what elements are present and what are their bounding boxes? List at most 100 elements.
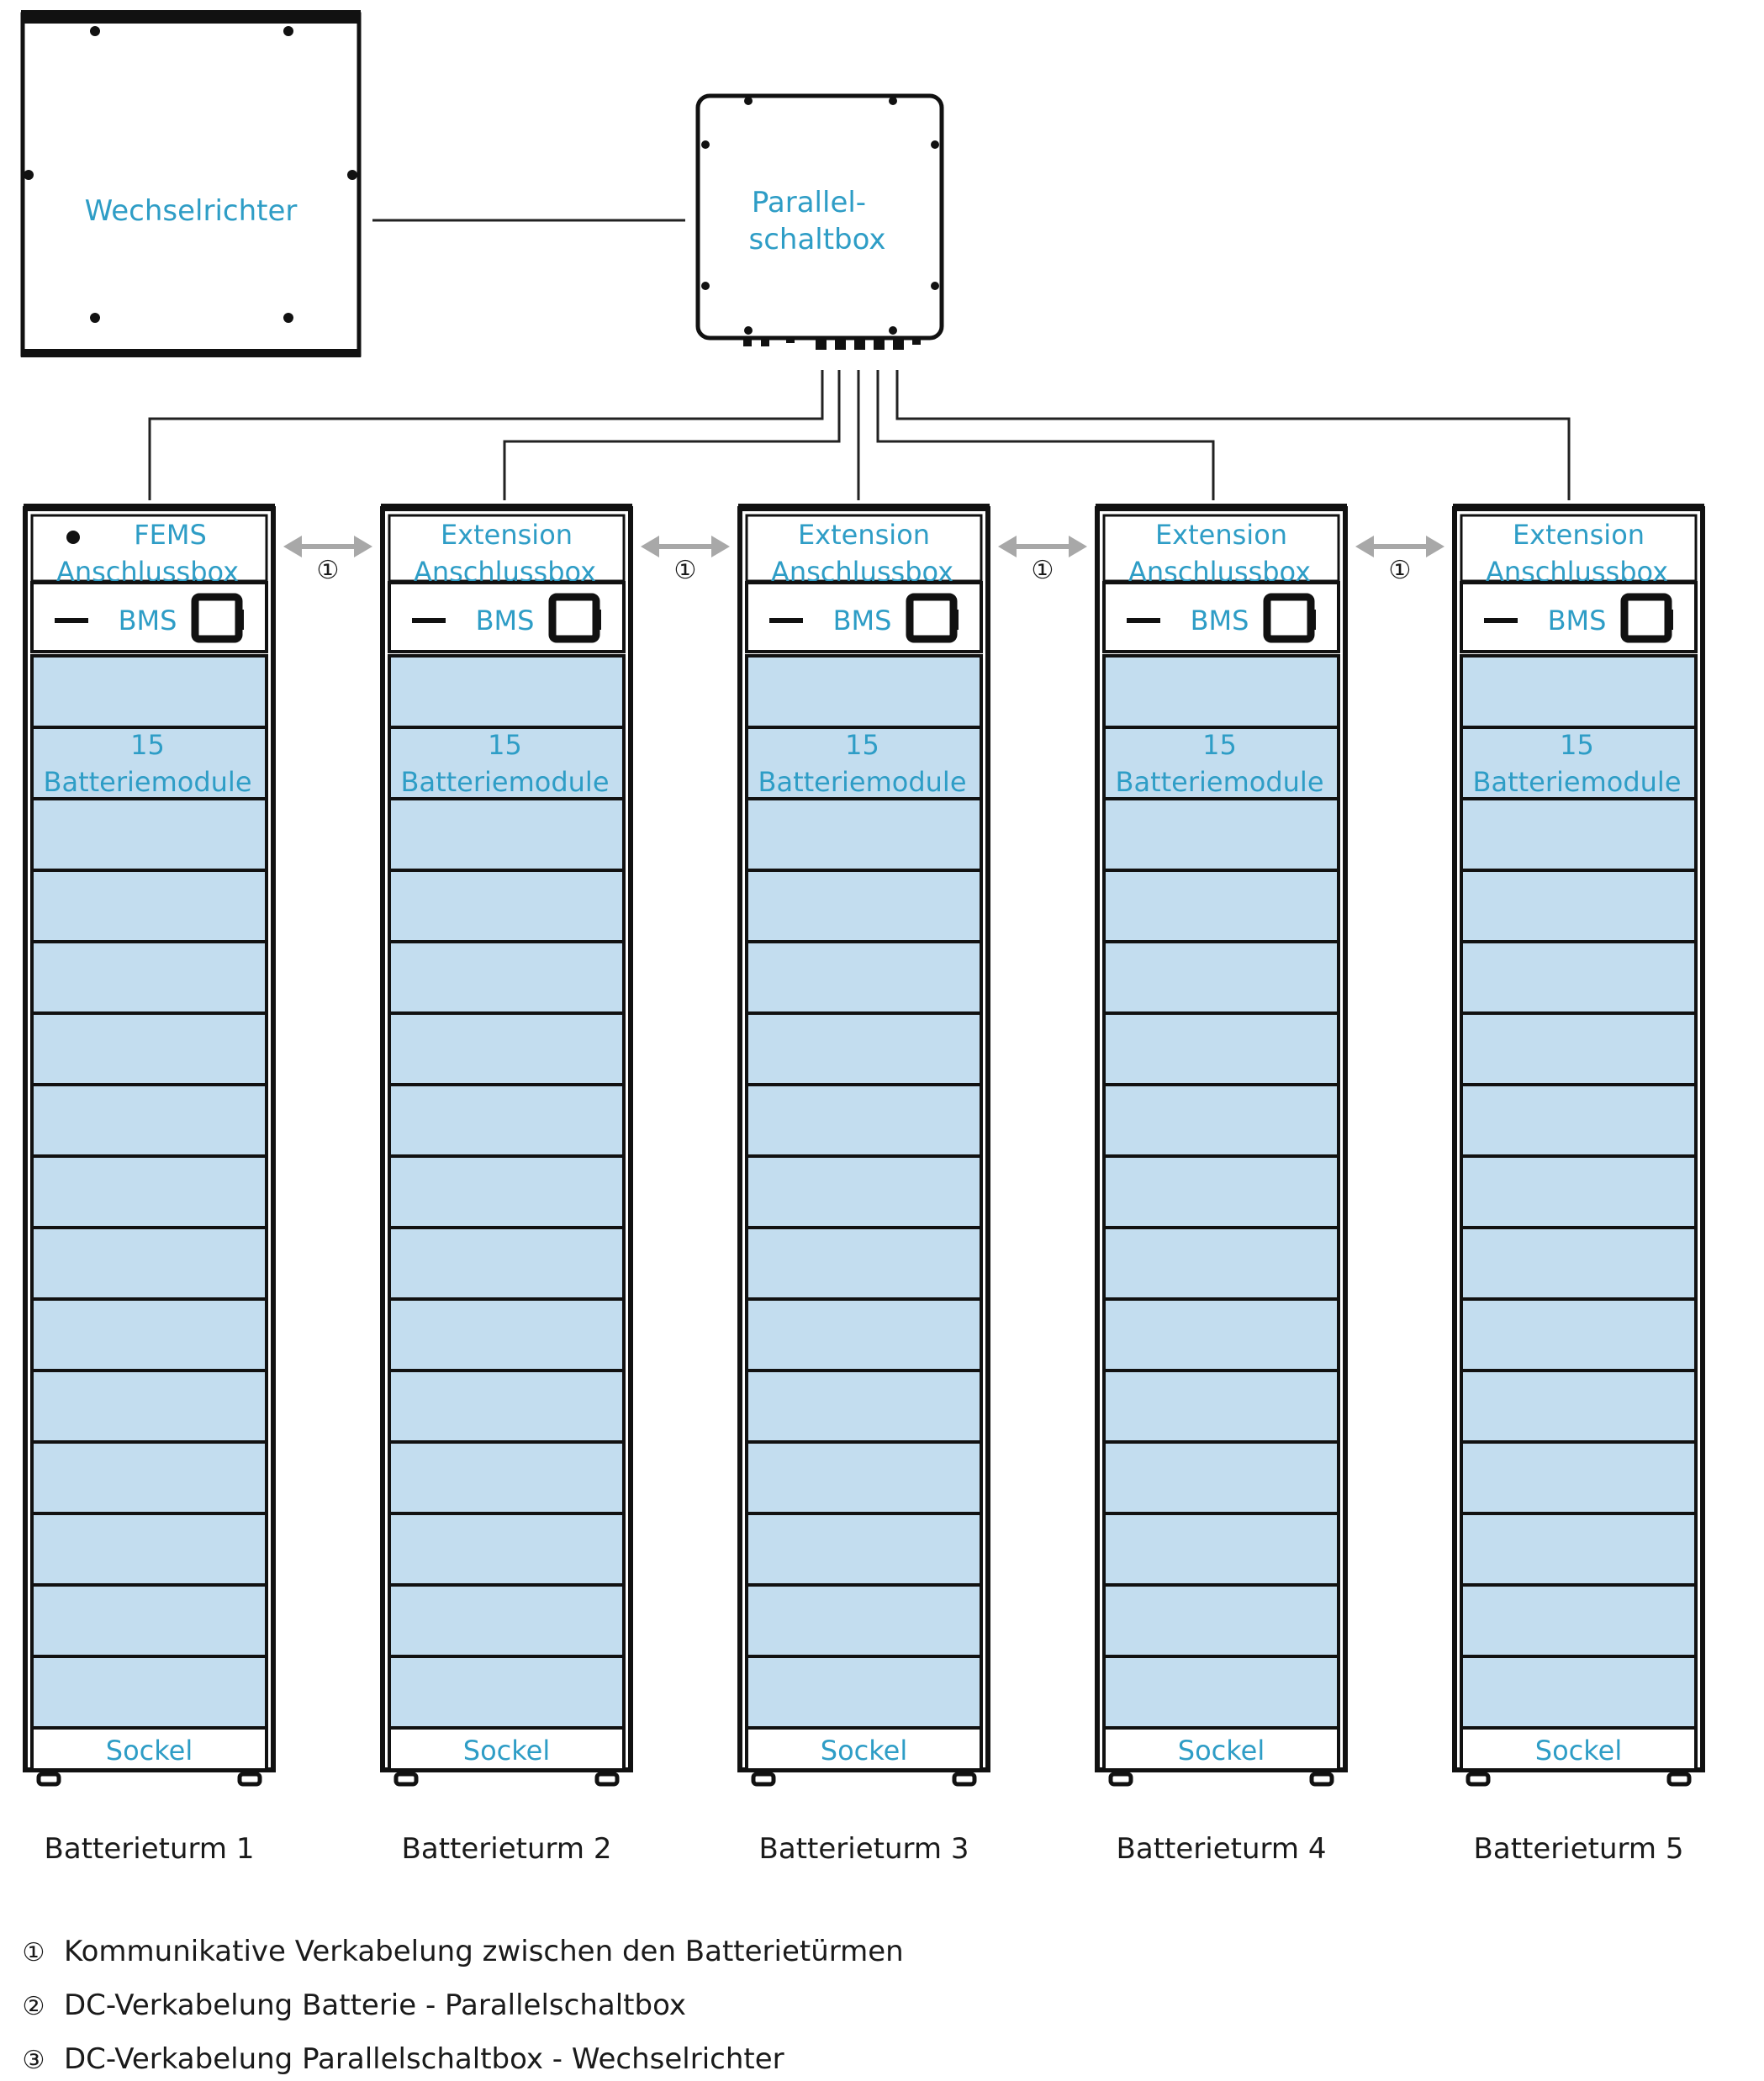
battery-tower-5: ExtensionAnschlussboxBMS15Batteriemodule…: [1452, 504, 1705, 1866]
base-label: Sockel: [1178, 1735, 1265, 1767]
battery-module: [388, 1083, 626, 1158]
comm-marker-label: ①: [1032, 556, 1054, 585]
battery-module: [1102, 940, 1340, 1015]
legend-marker: ①: [23, 1938, 45, 1967]
inverter-label: Wechselrichter: [85, 194, 298, 228]
battery-module: [745, 654, 983, 729]
arrow-left-icon: [283, 536, 302, 557]
base-box: [1460, 1726, 1698, 1772]
comm-arrow-4: ①: [1355, 536, 1444, 585]
bms-display-icon: [1620, 593, 1672, 643]
bms-handle-icon: [1309, 610, 1316, 630]
bms-handle-icon: [952, 610, 959, 630]
legend-text: DC-Verkabelung Batterie - Parallelschalt…: [64, 1989, 686, 2022]
battery-module: [1460, 1083, 1698, 1158]
battery-module: [1102, 1512, 1340, 1587]
tower-caption: Batterieturm 4: [1117, 1832, 1327, 1866]
bms-display-icon: [906, 593, 958, 643]
battery-module: [1460, 1440, 1698, 1515]
arrow-right-icon: [1069, 536, 1087, 557]
battery-module: [388, 797, 626, 872]
tower-caption: Batterieturm 3: [759, 1832, 969, 1866]
battery-module: [30, 1011, 268, 1086]
tower-foot: [36, 1772, 61, 1787]
bms-display-icon: [1263, 593, 1315, 643]
base-box: [745, 1726, 983, 1772]
battery-module: [1102, 1369, 1340, 1444]
battery-module: [745, 1369, 983, 1444]
modules-label: Batteriemodule: [758, 766, 967, 798]
bms-handle-icon: [1666, 610, 1673, 630]
bms-switch-icon: [55, 618, 88, 623]
battery-module: [1102, 654, 1340, 729]
comm-marker-label: ①: [1389, 556, 1412, 585]
battery-tower-2: ExtensionAnschlussboxBMS15Batteriemodule…: [380, 504, 633, 1866]
battery-module: [388, 1011, 626, 1086]
battery-tower-3: ExtensionAnschlussboxBMS15Batteriemodule…: [737, 504, 990, 1866]
battery-module: [30, 869, 268, 943]
battery-module: [1102, 1655, 1340, 1730]
battery-module: [388, 869, 626, 943]
battery-module: [745, 1154, 983, 1229]
battery-tower-1: FEMSAnschlussboxBMS15BatteriemoduleSocke…: [23, 504, 276, 1866]
battery-module: [388, 1440, 626, 1515]
arrow-right-icon: [354, 536, 372, 557]
battery-module: [388, 1583, 626, 1658]
battery-module: [1102, 1583, 1340, 1658]
arrow-right-icon: [1426, 536, 1444, 557]
battery-module: [745, 1011, 983, 1086]
comm-marker-label: ①: [674, 556, 697, 585]
battery-module: [1460, 1512, 1698, 1587]
bms-label: BMS: [1548, 605, 1607, 636]
battery-module: [1460, 1011, 1698, 1086]
tower-caption: Batterieturm 1: [45, 1832, 255, 1866]
battery-module: [388, 1154, 626, 1229]
legend-marker: ②: [23, 1992, 45, 2021]
tower-foot: [1666, 1772, 1692, 1787]
battery-module: [30, 1154, 268, 1229]
battery-module: [1102, 1083, 1340, 1158]
arrow-left-icon: [1355, 536, 1374, 557]
battery-module: [30, 1512, 268, 1587]
battery-module: [388, 940, 626, 1015]
battery-module: [745, 1655, 983, 1730]
battery-module: [1460, 654, 1698, 729]
modules-count-label: 15: [1560, 729, 1594, 761]
bms-switch-icon: [1127, 618, 1160, 623]
parallel-box-label-1: Parallel-: [752, 186, 866, 219]
battery-module: [745, 1583, 983, 1658]
parallel-box: Parallel- schaltbox: [695, 93, 944, 350]
tower-foot: [237, 1772, 262, 1787]
tower-foot: [1309, 1772, 1334, 1787]
battery-module: [388, 1297, 626, 1372]
battery-module: [745, 1297, 983, 1372]
battery-module: [1460, 1369, 1698, 1444]
battery-module: [1102, 1154, 1340, 1229]
connection-box: [1102, 514, 1340, 583]
battery-module: [1102, 1226, 1340, 1301]
bms-display-icon: [548, 593, 600, 643]
battery-module: [1460, 869, 1698, 943]
parallel-box-label-2: schaltbox: [748, 223, 885, 256]
arrow-left-icon: [641, 536, 659, 557]
battery-module: [745, 1512, 983, 1587]
connection-box-label-1: Extension: [798, 519, 930, 551]
bms-handle-icon: [237, 610, 244, 630]
legend-marker: ③: [23, 2046, 45, 2075]
battery-module: [745, 1226, 983, 1301]
battery-module: [1102, 1011, 1340, 1086]
battery-module: [1460, 1226, 1698, 1301]
battery-module: [1460, 726, 1698, 800]
connection-box: [745, 514, 983, 583]
connection-box-label-1: FEMS: [134, 519, 207, 551]
tower-top-cap: [381, 504, 632, 510]
tower-caption: Batterieturm 5: [1474, 1832, 1684, 1866]
base-box: [30, 1726, 268, 1772]
base-label: Sockel: [106, 1735, 193, 1767]
tower-foot: [952, 1772, 977, 1787]
battery-module: [1460, 1297, 1698, 1372]
bms-switch-icon: [769, 618, 803, 623]
